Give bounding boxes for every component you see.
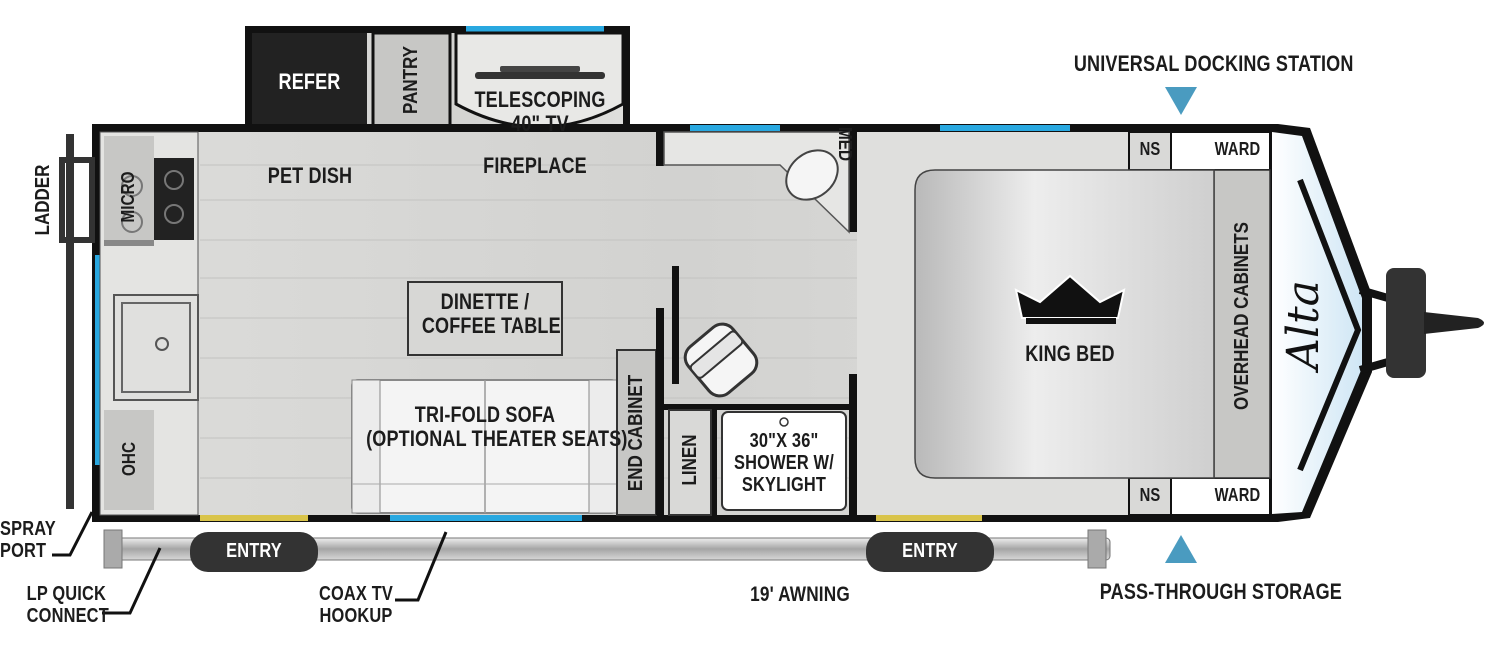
ohc-cabinet (104, 410, 154, 510)
kitchen-counter (99, 131, 199, 516)
slideout-window (466, 26, 604, 32)
label-fireplace: FIREPLACE (483, 153, 587, 178)
label-end-cabinet: END CABINET (625, 374, 647, 492)
label-coax-tv-hookup: COAX TV HOOKUP (318, 583, 394, 627)
window-bed-top (940, 125, 1070, 131)
label-ns-bottom: NS (1139, 485, 1161, 505)
entry-door-front (876, 515, 982, 521)
crown-icon (1014, 274, 1126, 324)
window-kitchen (95, 255, 100, 465)
label-ns-top: NS (1139, 139, 1161, 159)
pass-through-marker (1165, 535, 1197, 563)
shower (721, 411, 847, 511)
awning-rail (103, 529, 1111, 572)
window-sofa (390, 515, 582, 521)
label-med: MED (835, 127, 855, 161)
label-refer: REFER (278, 69, 341, 94)
tv-bar (475, 72, 605, 79)
bedroom (857, 131, 1271, 516)
label-micro: MICRO (118, 171, 138, 223)
leader-lines (52, 511, 448, 615)
label-entry-front: ENTRY (902, 540, 958, 562)
label-ward-bottom: WARD (1214, 485, 1261, 505)
microwave-cabinet (104, 136, 154, 240)
label-sofa: TRI-FOLD SOFA (OPTIONAL THEATER SEATS) (366, 402, 628, 452)
label-ohc: OHC (119, 442, 139, 476)
label-spray-port: SPRAY PORT (0, 518, 56, 562)
label-telescoping-tv: TELESCOPING 40" TV (474, 87, 606, 137)
label-docking-station: UNIVERSAL DOCKING STATION (1073, 51, 1354, 76)
label-king-bed: KING BED (1025, 341, 1115, 366)
label-entry-rear: ENTRY (226, 540, 282, 562)
entry-front-pill (866, 532, 994, 572)
ladder (59, 134, 95, 509)
label-linen: LINEN (679, 434, 701, 486)
brand-logo: Alta (1278, 280, 1329, 374)
bath-vanity (663, 131, 850, 234)
label-awning: 19' AWNING (750, 583, 850, 606)
nose-cap (1272, 132, 1362, 514)
label-pet-dish: PET DISH (267, 163, 353, 188)
label-pass-through-storage: PASS-THROUGH STORAGE (1099, 579, 1342, 604)
label-ladder: LADDER (32, 164, 54, 236)
label-shower: 30"X 36" SHOWER W/ SKYLIGHT (734, 430, 834, 496)
label-pantry: PANTRY (400, 46, 422, 114)
dinette-table (407, 281, 563, 356)
label-lp-quick-connect: LP QUICK CONNECT (26, 583, 109, 627)
label-overhead-cabinets: OVERHEAD CABINETS (1231, 222, 1253, 410)
entry-rear-pill (190, 532, 318, 572)
refrigerator (252, 33, 367, 130)
slideout (245, 26, 630, 132)
docking-station-marker (1165, 87, 1197, 115)
linen-cabinet (668, 409, 712, 516)
hitch (1358, 268, 1484, 378)
entry-door-rear (200, 515, 308, 521)
end-cabinet (616, 349, 657, 516)
label-dinette: DINETTE / COFFEE TABLE (421, 289, 561, 339)
bath-toilet (683, 322, 759, 398)
window-bath (690, 125, 780, 131)
label-ward-top: WARD (1214, 139, 1261, 159)
